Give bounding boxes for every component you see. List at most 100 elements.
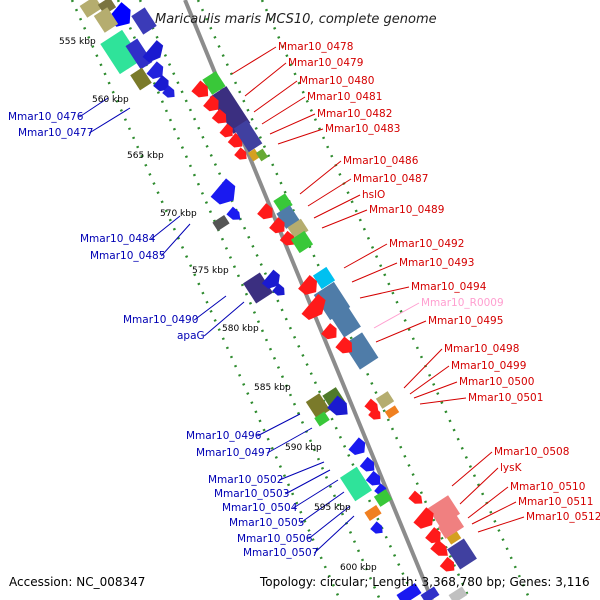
gene-block-67 (447, 538, 477, 570)
gene-block-48 (375, 391, 395, 409)
gene-arrow-43 (335, 336, 353, 354)
forward-leader-1 (244, 62, 287, 97)
gene-label-reverse: Mmar10_0504 (222, 502, 298, 514)
kbp-tick-label: 555 kbp (59, 37, 96, 47)
gene-block-66 (446, 531, 462, 545)
reverse-leader-2 (150, 215, 181, 240)
gene-block-12 (202, 71, 226, 95)
gene-arrow-20 (234, 147, 247, 160)
forward-leader-5 (277, 128, 324, 145)
gene-arrow-18 (227, 132, 243, 148)
gene-label-forward: Mmar10_0494 (411, 281, 487, 293)
gene-arrow-27 (257, 203, 273, 220)
gene-block-40 (331, 306, 361, 338)
gene-label-forward: Mmar10_0501 (468, 392, 543, 404)
forward-leader-7 (307, 178, 352, 207)
gene-label-reverse: Mmar10_0496 (186, 430, 262, 442)
gene-features (79, 0, 477, 600)
reverse-leader-3 (160, 223, 191, 257)
forward-leader-0 (231, 46, 277, 75)
gene-label-reverse: Mmar10_0506 (237, 533, 313, 545)
gene-arrow-59 (370, 521, 383, 534)
gene-label-forward: Mmar10_0495 (428, 315, 503, 327)
reverse-leader-10 (293, 479, 339, 509)
gene-label-forward: Mmar10_0489 (369, 204, 444, 216)
gene-block-42 (343, 332, 379, 370)
gene-block-71 (448, 586, 468, 600)
gene-label-reverse: Mmar10_0477 (18, 127, 93, 139)
gene-arrow-41 (321, 323, 337, 340)
gene-arrow-9 (146, 61, 164, 80)
gene-arrow-31 (279, 230, 295, 246)
gene-label-forward: lysK (500, 462, 523, 474)
map-title: Maricaulis maris MCS10, complete genome (155, 12, 437, 27)
gene-block-21 (247, 148, 261, 162)
gene-label-forward: Mmar10_0512 (526, 511, 600, 523)
reverse-leader-11 (300, 491, 345, 524)
gene-block-28 (276, 205, 300, 229)
forward-leader-17 (413, 381, 458, 399)
gene-arrow-62 (413, 507, 434, 529)
gene-block-47 (314, 411, 330, 427)
gene-arrow-46 (327, 395, 348, 416)
gene-arrow-29 (269, 217, 285, 234)
forward-leader-10 (343, 243, 388, 269)
gene-arrow-15 (203, 95, 219, 112)
kbp-tick-label: 585 kbp (254, 383, 291, 393)
gene-labels: Mmar10_0478Mmar10_0479Mmar10_0480Mmar10_… (8, 41, 600, 559)
label-leader-lines (79, 46, 525, 554)
forward-leader-3 (261, 96, 306, 125)
gene-label-reverse: Mmar10_0507 (243, 547, 318, 559)
gene-block-38 (313, 281, 351, 321)
gene-label-forward: Mmar10_0498 (444, 343, 519, 355)
accession-text: Accession: NC_008347 (9, 575, 145, 589)
gene-arrow-16 (211, 108, 227, 124)
gene-label-reverse: Mmar10_0502 (208, 474, 283, 486)
gene-label-reverse: Mmar10_0503 (214, 488, 289, 500)
gene-label-forward: Mmar10_0487 (353, 173, 428, 185)
forward-leader-8 (313, 194, 361, 219)
gene-arrow-24 (226, 206, 241, 220)
gene-label-reverse: apaG (177, 330, 205, 342)
gene-block-57 (373, 489, 393, 507)
reverse-leader-7 (267, 427, 313, 454)
gene-arrow-10 (153, 75, 169, 92)
gene-label-reverse: Mmar10_0484 (80, 233, 156, 245)
forward-leader-12 (359, 286, 410, 299)
reverse-leader-4 (193, 295, 227, 321)
gene-arrow-11 (162, 85, 175, 98)
gene-arrow-39 (301, 293, 326, 320)
forward-leader-22 (471, 501, 517, 525)
gene-arrow-64 (425, 527, 441, 544)
gene-label-reverse: Mmar10_0490 (123, 314, 198, 326)
gene-block-54 (339, 466, 373, 502)
gene-label-forward: Mmar10_0479 (288, 57, 363, 69)
gene-block-51 (384, 405, 400, 419)
gene-block-63 (437, 515, 465, 539)
kbp-tick-label: 590 kbp (285, 443, 322, 453)
gene-block-0 (79, 0, 103, 18)
gene-arrow-52 (348, 437, 366, 456)
gene-block-32 (290, 230, 314, 254)
gene-label-reverse: Mmar10_0476 (8, 111, 84, 123)
gene-block-33 (243, 272, 273, 304)
gene-block-30 (287, 218, 309, 240)
gene-label-forward: Mmar10_0493 (399, 257, 474, 269)
gene-block-36 (312, 266, 336, 290)
reverse-leader-13 (313, 515, 355, 554)
genome-summary: Topology: circular; Length: 3,368,780 bp… (259, 575, 590, 589)
kbp-tick-label: 580 kbp (222, 324, 259, 334)
gene-arrow-53 (359, 456, 375, 472)
gene-arrow-23 (210, 178, 236, 205)
gene-block-58 (364, 504, 382, 522)
gene-arrow-65 (430, 539, 448, 556)
gene-arrow-50 (368, 407, 381, 420)
gene-block-3 (131, 7, 157, 35)
reverse-leader-9 (285, 469, 331, 495)
forward-leader-23 (477, 516, 525, 533)
forward-leader-13 (373, 302, 420, 329)
gene-label-reverse: Mmar10_0485 (90, 250, 165, 262)
kbp-tick-label: 600 kbp (340, 563, 377, 573)
